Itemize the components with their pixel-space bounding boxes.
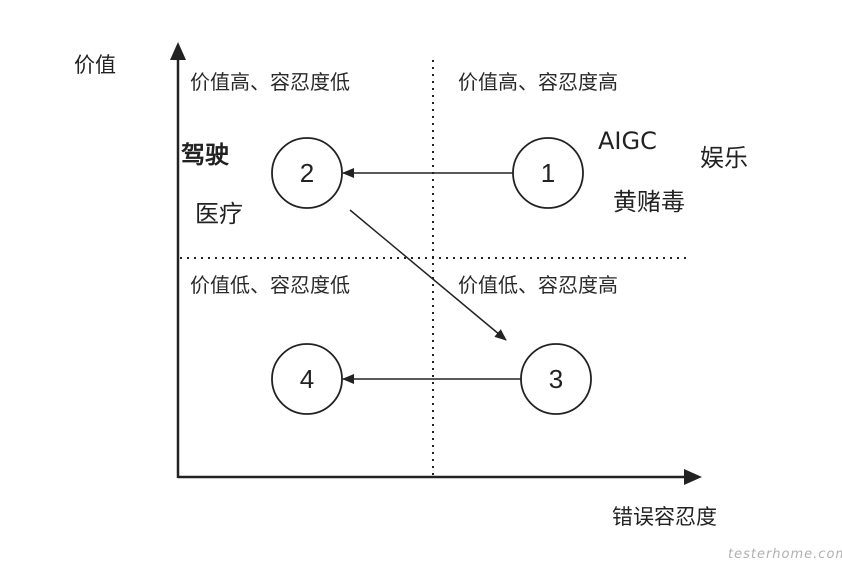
quadrant-top-left-label: 价值高、容忍度低	[190, 70, 350, 94]
node-3-label: 3	[549, 364, 563, 394]
x-axis-arrowhead	[684, 469, 702, 485]
example-adult-gambling-drugs: 黄赌毒	[613, 188, 685, 216]
node-2-label: 2	[300, 158, 314, 188]
y-axis-label: 价值	[74, 53, 116, 77]
quadrant-top-right-label: 价值高、容忍度高	[458, 70, 618, 94]
watermark: testerhome.com	[728, 547, 842, 562]
example-entertainment: 娱乐	[700, 144, 748, 172]
node-4-label: 4	[300, 364, 314, 394]
y-axis-arrowhead	[170, 42, 186, 60]
quadrant-bottom-right-label: 价值低、容忍度高	[458, 273, 618, 297]
x-axis-label: 错误容忍度	[612, 505, 717, 529]
quadrant-bottom-left-label: 价值低、容忍度低	[190, 273, 350, 297]
example-medical: 医疗	[195, 200, 243, 228]
node-1-label: 1	[541, 158, 555, 188]
example-aigc: AIGC	[598, 127, 657, 155]
example-driving: 驾驶	[181, 141, 229, 169]
arrow-2-to-3	[349, 209, 507, 341]
